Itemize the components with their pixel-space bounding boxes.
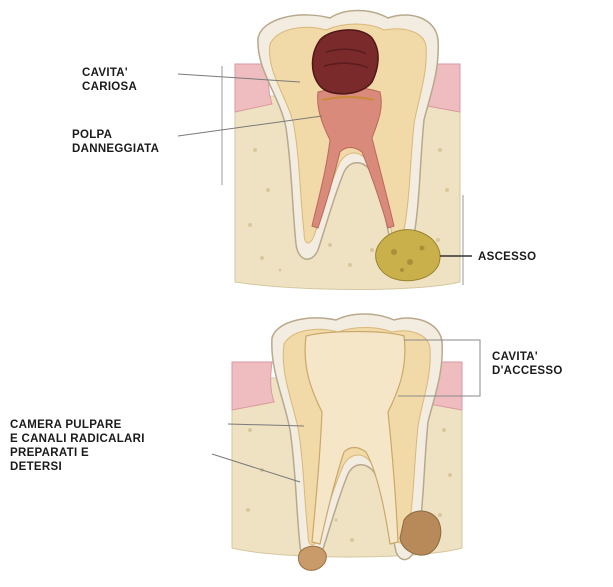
residual-lesion-apex — [298, 546, 326, 570]
label-access-cavity-line1: CAVITA' — [492, 350, 563, 364]
label-prepared-canals-line1: CAMERA PULPARE — [10, 418, 145, 432]
label-carious-cavity-line1: CAVITA' — [82, 66, 137, 80]
label-prepared-canals: CAMERA PULPARE E CANALI RADICALARI PREPA… — [10, 418, 145, 474]
label-prepared-canals-line2: E CANALI RADICALARI — [10, 432, 145, 446]
label-carious-cavity-line2: CARIOSA — [82, 80, 137, 94]
label-damaged-pulp-line2: DANNEGGIATA — [72, 142, 159, 156]
label-damaged-pulp-line1: POLPA — [72, 128, 159, 142]
carious-cavity — [313, 30, 379, 94]
label-carious-cavity: CAVITA' CARIOSA — [82, 66, 137, 94]
label-access-cavity-line2: D'ACCESSO — [492, 364, 563, 378]
abscess — [376, 230, 440, 281]
residual-lesion — [400, 511, 441, 555]
tooth-after-preparation — [212, 314, 480, 570]
label-prepared-canals-line4: DETERSI — [10, 460, 145, 474]
label-prepared-canals-line3: PREPARATI E — [10, 446, 145, 460]
label-damaged-pulp: POLPA DANNEGGIATA — [72, 128, 159, 156]
label-abscess: ASCESSO — [478, 250, 536, 264]
tooth-before-treatment — [178, 11, 472, 290]
label-access-cavity: CAVITA' D'ACCESSO — [492, 350, 563, 378]
